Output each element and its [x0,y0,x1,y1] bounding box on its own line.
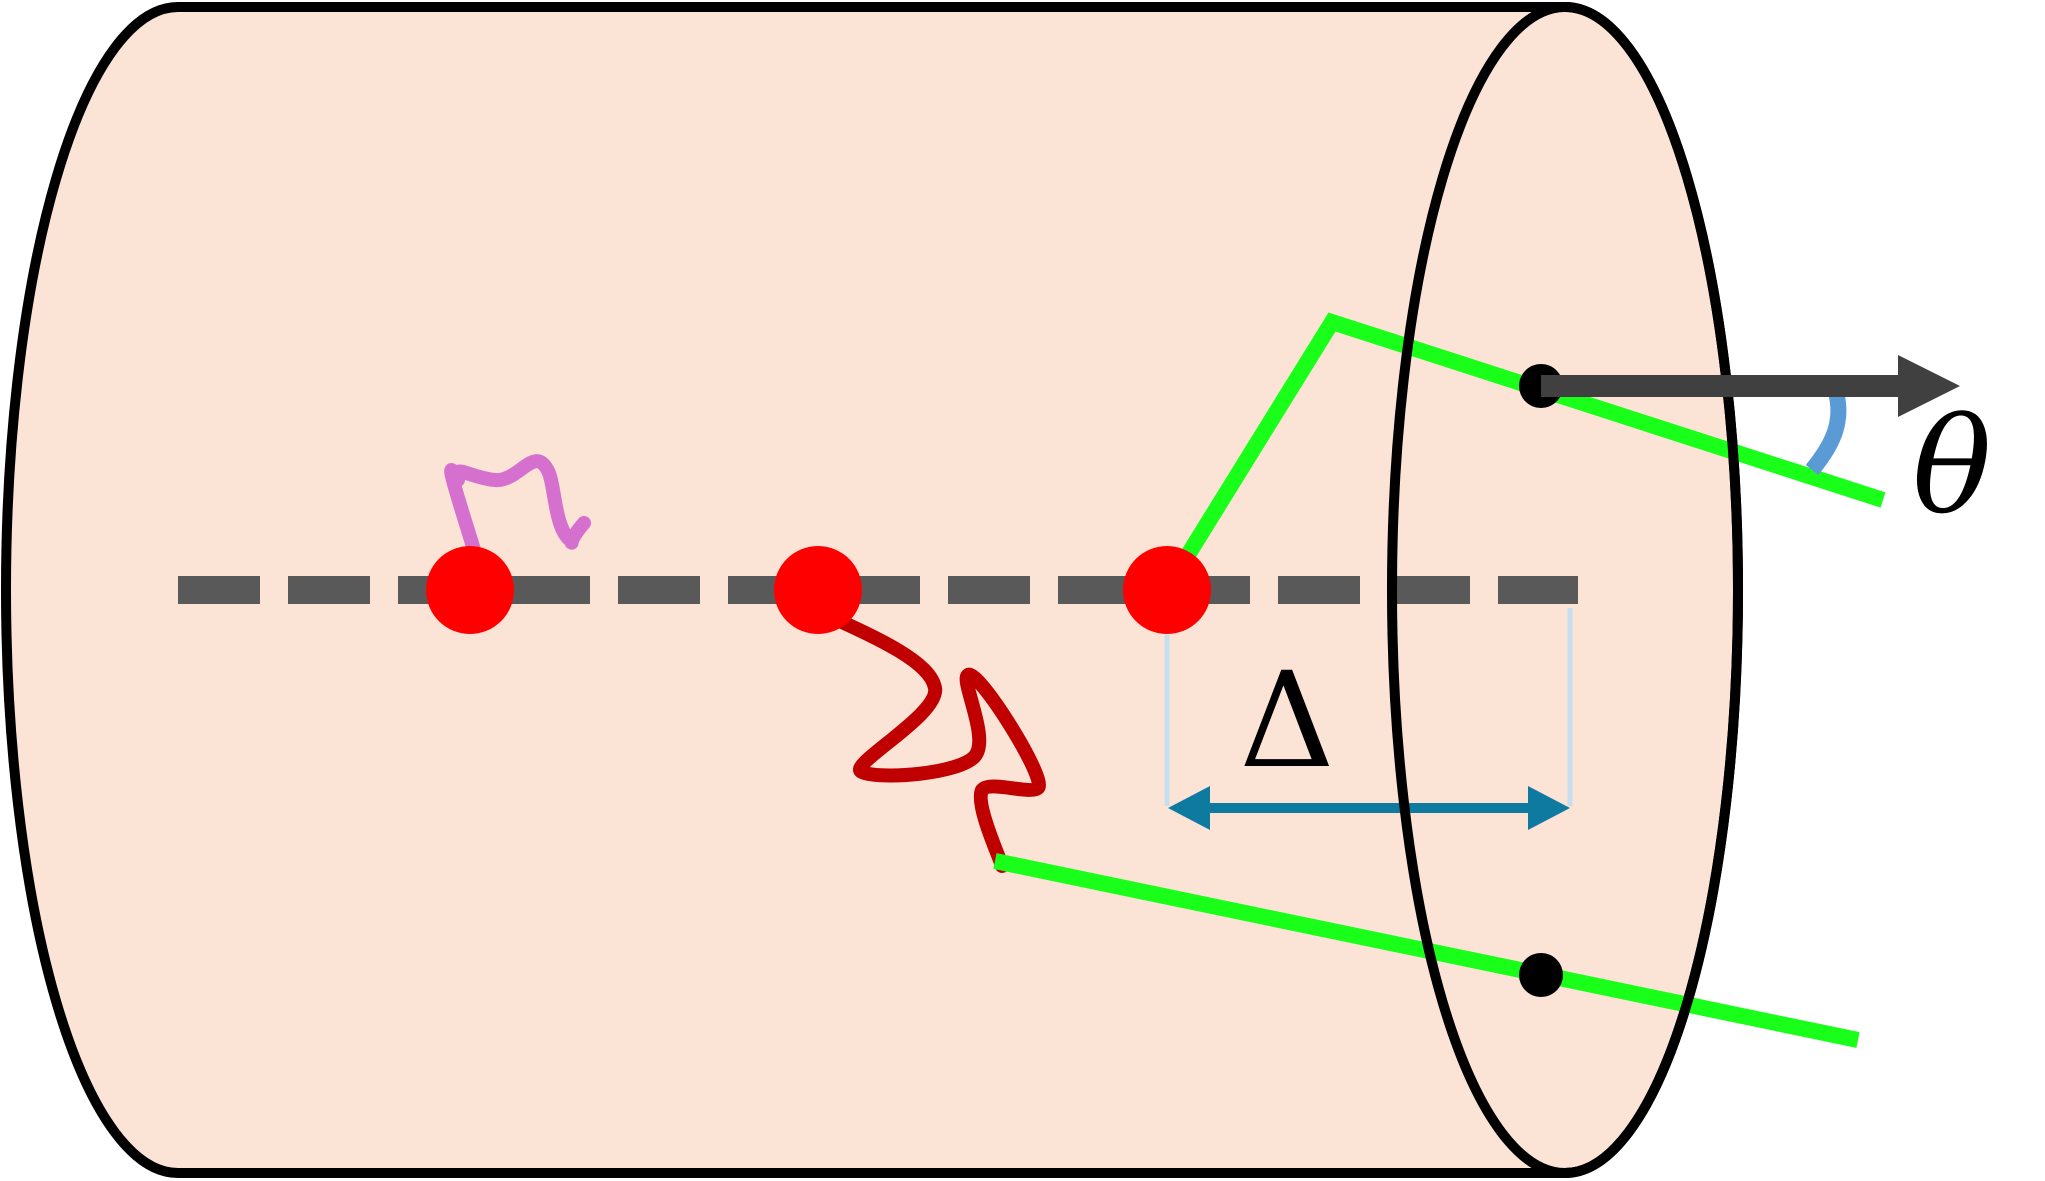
vertex-right [1123,546,1211,634]
vertex-middle [774,546,862,634]
dark-red-wavy-line [813,605,1046,873]
delta-arrow [1168,786,1570,830]
track-upper [1179,312,1886,563]
theta-arc [1805,390,1847,476]
rim-hit-lower [1519,953,1563,997]
delta-label: Δ [1239,644,1334,798]
theta-label: θ [1912,390,1991,544]
vertex-left [426,546,514,634]
reference-arrow [1541,355,1960,417]
pink-wavy-line [444,454,591,557]
cylinder-front-rim [1387,2,1743,1178]
